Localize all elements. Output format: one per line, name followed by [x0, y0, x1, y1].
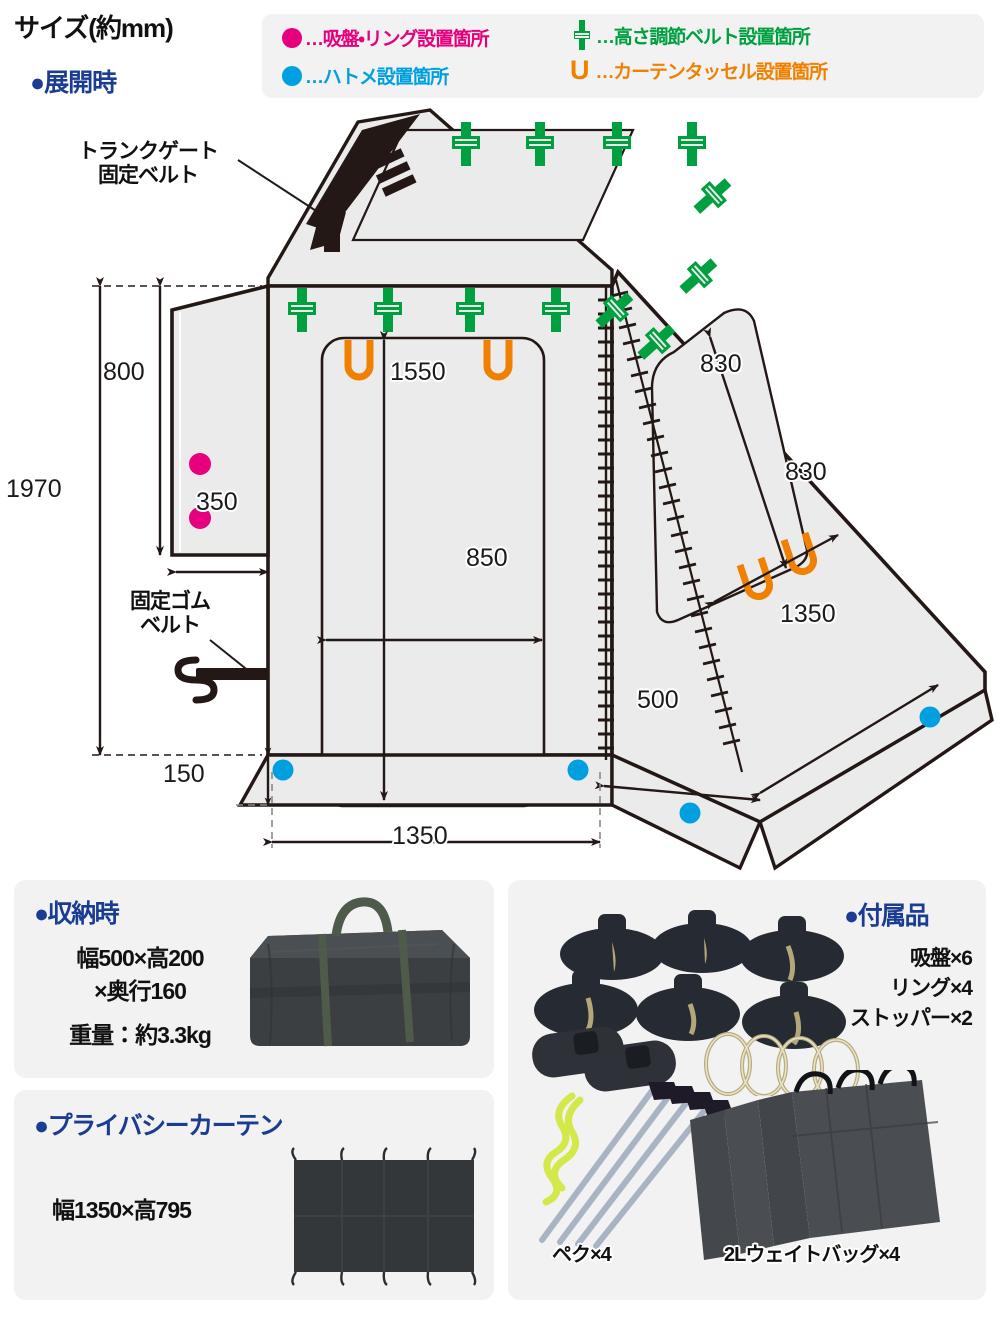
eyelet-icon	[679, 802, 701, 824]
dim-skirt-height: 150	[163, 760, 205, 788]
cyan-dot-icon	[282, 65, 302, 86]
storage-heading: ●収納時	[34, 900, 120, 928]
tent-diagram	[92, 108, 994, 871]
tassel-front-left	[344, 340, 374, 381]
privacy-curtain-size: 幅1350×高795	[52, 1197, 192, 1223]
front-skirt-flap	[237, 753, 614, 807]
front-door-opening	[320, 336, 546, 808]
tassel-front-right	[483, 340, 513, 381]
suction-cups-photo	[532, 910, 860, 1096]
card-accessories: ●付属品 吸盤×6 リング×4 ストッパー×2	[508, 880, 986, 1300]
callout-fixing-rubber-belt: 固定ゴム ベルト	[130, 590, 211, 638]
card-privacy-curtain: ●プライバシーカーテン 幅1350×高795	[14, 1090, 494, 1300]
dim-door-height: 1550	[390, 358, 446, 386]
callout-rubber-line2: ベルト	[140, 614, 201, 638]
buckle-row-right	[595, 178, 732, 360]
dim-flap-mid: 500	[637, 686, 679, 714]
privacy-curtain-photo	[291, 1147, 477, 1286]
leader-rubber-belt	[209, 639, 251, 673]
legend-item-suction-ring: …吸盤・リング設置箇所	[282, 24, 489, 51]
buckle-row-front	[288, 288, 570, 332]
dim-flap-right: 1350	[780, 600, 836, 628]
trunk-gate-belt-graphic	[306, 114, 420, 252]
privacy-curtain-heading: ●プライバシーカーテン	[34, 1112, 284, 1140]
legend-label-height-belt: …高さ調節ベルト設置箇所	[596, 26, 811, 48]
pegs-photo	[539, 1082, 732, 1249]
storage-bag-photo	[250, 897, 470, 1047]
storage-line-1: 幅500×高200	[76, 945, 204, 971]
tent-body	[92, 108, 994, 871]
magenta-dot-icon	[282, 27, 302, 48]
callout-rubber-line1: 固定ゴム	[130, 590, 211, 613]
dim-door-width: 850	[466, 544, 508, 572]
zipper-diagonal	[610, 279, 744, 773]
roof-window	[351, 128, 635, 242]
weight-bags-label: 2Lウェイトバッグ×4	[724, 1244, 900, 1266]
pegs-label: ペク×4	[552, 1244, 612, 1266]
leader-trunk-belt	[237, 159, 331, 221]
storage-line-2: ×奥行160	[94, 978, 187, 1005]
dimline-window-width	[704, 533, 839, 610]
dim-side-panel-height: 800	[103, 358, 145, 386]
accessory-line-2: リング×4	[890, 976, 973, 1000]
deployed-section-heading: ●展開時	[30, 69, 117, 97]
dim-front-width: 1350	[392, 822, 448, 850]
dimline-flap-right	[750, 683, 939, 802]
dimline-window-height	[703, 327, 788, 569]
dim-side-panel-width: 350	[196, 488, 238, 516]
legend-item-height-belt: …高さ調節ベルト設置箇所	[574, 20, 811, 50]
callout-trunk-line2: 固定ベルト	[98, 164, 199, 188]
eyelet-icon	[919, 706, 941, 728]
accessory-line-3: ストッパー×2	[850, 1006, 973, 1030]
eyelet-icon	[272, 759, 294, 781]
fixing-rubber-belt-graphic	[174, 656, 268, 704]
legend-box: …吸盤・リング設置箇所 …高さ調節ベルト設置箇所 …ハトメ設置箇所 U …カーテ…	[262, 14, 984, 98]
legend-label-suction-ring: …吸盤・リング設置箇所	[305, 29, 489, 50]
dimline-flap-mid	[594, 781, 761, 804]
legend-label-curtain-tassel: …カーテンタッセル設置箇所	[595, 62, 829, 83]
eyelet-icon	[567, 759, 589, 781]
accessories-heading: ●付属品	[844, 902, 930, 930]
orange-u-icon: U	[570, 55, 590, 85]
weight-bags-photo	[690, 1070, 940, 1260]
legend-item-eyelet: …ハトメ設置箇所	[282, 62, 449, 89]
storage-text: 幅500×高200 ×奥行160 重量：約3.3kg	[40, 942, 240, 1052]
tent-left-side-panel	[170, 283, 270, 557]
dim-overall-height: 1970	[6, 475, 62, 503]
zipper-vertical	[598, 286, 614, 760]
accessory-line-1: 吸盤×6	[910, 947, 973, 970]
legend-label-eyelet: …ハトメ設置箇所	[305, 67, 449, 88]
dim-window-height: 830	[700, 350, 742, 378]
card-storage: ●収納時 幅500×高200 ×奥行160 重量：約3.3kg	[14, 880, 494, 1078]
suction-point-icon	[189, 507, 211, 529]
page-title: サイズ(約mm)	[14, 13, 174, 43]
accessories-text: 吸盤×6 リング×4 ストッパー×2	[850, 944, 973, 1033]
dim-window-width: 830	[785, 458, 827, 486]
legend-item-curtain-tassel: U …カーテンタッセル設置箇所	[570, 55, 829, 85]
buckle-row-roof	[452, 122, 706, 166]
callout-trunk-line1: トランクゲート	[78, 140, 219, 163]
suction-point-icon	[189, 453, 211, 475]
storage-line-3: 重量：約3.3kg	[69, 1021, 212, 1048]
callout-trunk-gate-belt: トランクゲート 固定ベルト	[78, 140, 219, 188]
green-buckle-icon	[574, 20, 590, 50]
